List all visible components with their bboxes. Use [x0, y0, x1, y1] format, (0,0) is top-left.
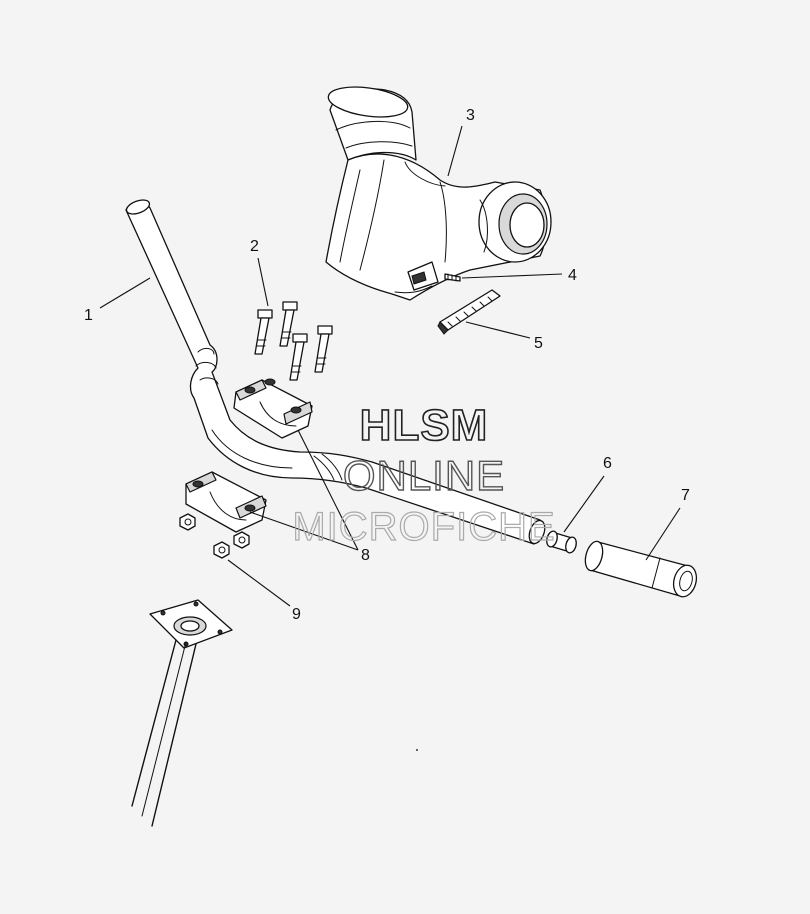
callout-7: 7	[681, 487, 690, 504]
callout-3: 3	[466, 107, 475, 124]
callout-1: 1	[84, 307, 93, 324]
watermark-line-3: MICROFICHE	[292, 505, 555, 549]
bolts-part-2	[254, 301, 333, 381]
callout-9: 9	[292, 606, 301, 623]
callout-5: 5	[534, 335, 543, 352]
clip-part-5	[437, 289, 501, 335]
screw-part-4	[444, 273, 461, 282]
stray-dot	[416, 749, 418, 751]
nuts-part-9	[179, 513, 250, 559]
callout-8: 8	[361, 547, 370, 564]
callout-6: 6	[603, 455, 612, 472]
watermark-line-1: HLSM	[360, 401, 489, 450]
handlebar-cover-part-3	[325, 86, 552, 301]
clamp-upper-part-8	[233, 378, 313, 439]
watermark-line-2: ONLINE	[343, 452, 505, 499]
grip-part-7	[584, 540, 698, 598]
leader-lines	[99, 125, 681, 607]
steering-post	[131, 599, 233, 827]
callout-4: 4	[568, 267, 577, 284]
callout-2: 2	[250, 238, 259, 255]
end-plug-part-6	[546, 530, 577, 554]
clamp-lower-part-8	[185, 471, 267, 533]
handlebar-part-1	[125, 199, 546, 545]
